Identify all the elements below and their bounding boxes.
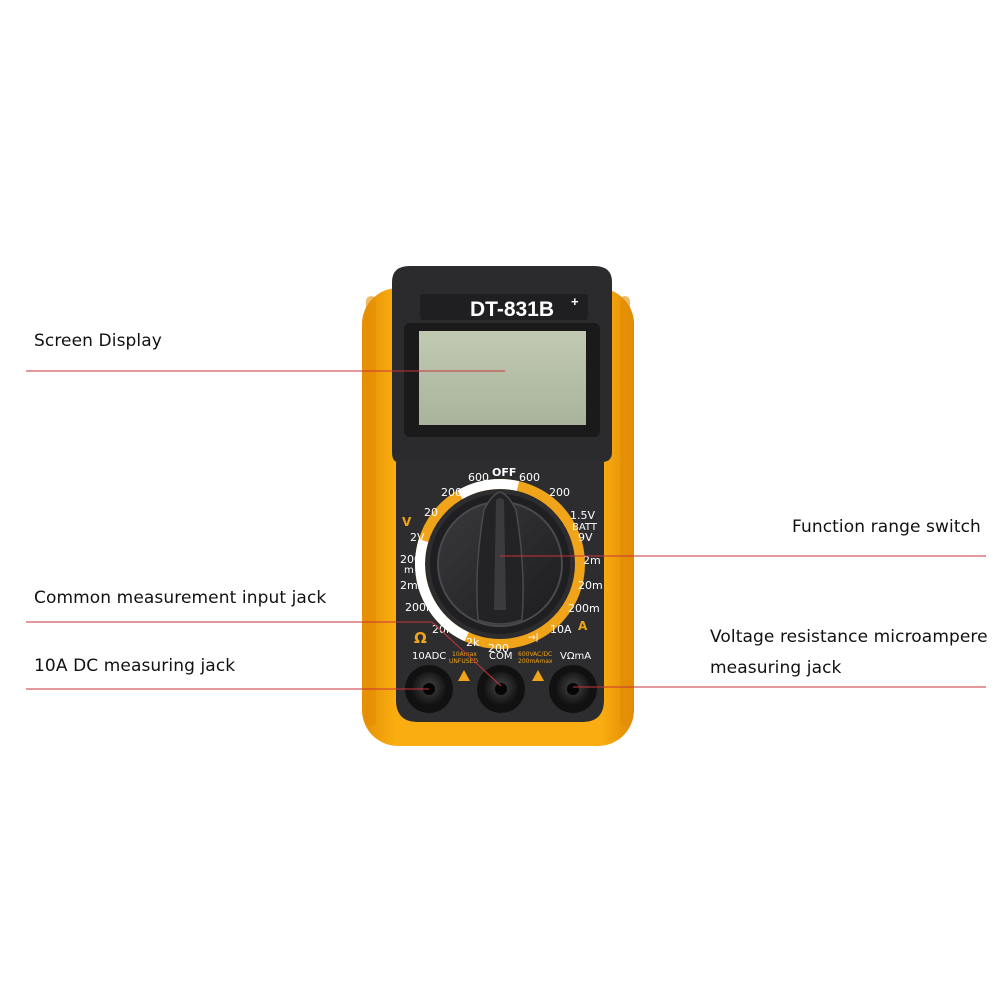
batt-label: BATT [572, 522, 598, 533]
warning-triangle-icon [458, 670, 470, 681]
jack-vohma[interactable] [549, 665, 597, 713]
dca-200m: 200m [568, 602, 600, 615]
dcv-200m-unit: m [404, 565, 414, 576]
batt-1-5v: 1.5V [570, 509, 595, 522]
ohm-symbol: Ω [414, 629, 427, 647]
ohm-2m: 2mΩ [400, 579, 426, 592]
jack-unfused: UNFUSED [449, 658, 478, 665]
callout-screen-display: Screen Display [34, 331, 162, 351]
vac-600-left: 600 [468, 471, 489, 484]
range-switch-knob[interactable] [437, 491, 563, 627]
dca-20m: 20m [578, 579, 603, 592]
model-superscript: + [571, 294, 579, 309]
jack-com[interactable] [477, 665, 525, 713]
jack-labels: 10ADC 10Amax UNFUSED COM 600VAC/DC 200mA… [412, 651, 591, 665]
jack-10a-max: 10Amax [452, 651, 477, 658]
leader-lines [26, 370, 986, 690]
batt-9v: 9V [578, 531, 593, 544]
dcv-20: 20 [424, 506, 438, 519]
dca-10a: 10A [550, 623, 572, 636]
dcv-200m: 200 [400, 553, 421, 566]
dcv-symbol: V [402, 515, 412, 529]
callout-function-switch: Function range switch [792, 517, 981, 537]
dcv-200: 200 [441, 486, 462, 499]
dial-labels: OFF 600 600 200 200 20 V 2V 200 m 2mΩ 20… [400, 466, 603, 655]
diode-symbol: →| [528, 633, 539, 643]
off-label: OFF [492, 466, 516, 479]
lcd-screen [404, 323, 600, 437]
warning-icons [458, 670, 544, 681]
ohm-200: 200 [488, 642, 509, 655]
dca-2m: 2m [583, 554, 601, 567]
vac-200: 200 [549, 486, 570, 499]
warning-triangle-icon [532, 670, 544, 681]
jack-600v: 600VAC/DC [518, 651, 552, 658]
jack-com-label: COM [489, 651, 512, 662]
callout-voltage-jack: Voltage resistance microampere measuring… [710, 627, 988, 678]
ohm-200k: 200k [405, 601, 433, 614]
jack-vohm-label: VΩmA [560, 651, 591, 662]
callout-10a-jack: 10A DC measuring jack [34, 656, 236, 676]
callout-common-jack: Common measurement input jack [34, 588, 327, 608]
leader-com-b [431, 621, 502, 687]
jack-200ma: 200mAmax [518, 658, 553, 665]
dca-symbol: A [578, 619, 588, 633]
ohm-2k: 2k [466, 636, 480, 649]
jack-10adc-label: 10ADC [412, 651, 446, 662]
model-label: DT-831B [470, 298, 554, 321]
dcv-2v: 2V [410, 531, 425, 544]
vac-600-right: 600 [519, 471, 540, 484]
